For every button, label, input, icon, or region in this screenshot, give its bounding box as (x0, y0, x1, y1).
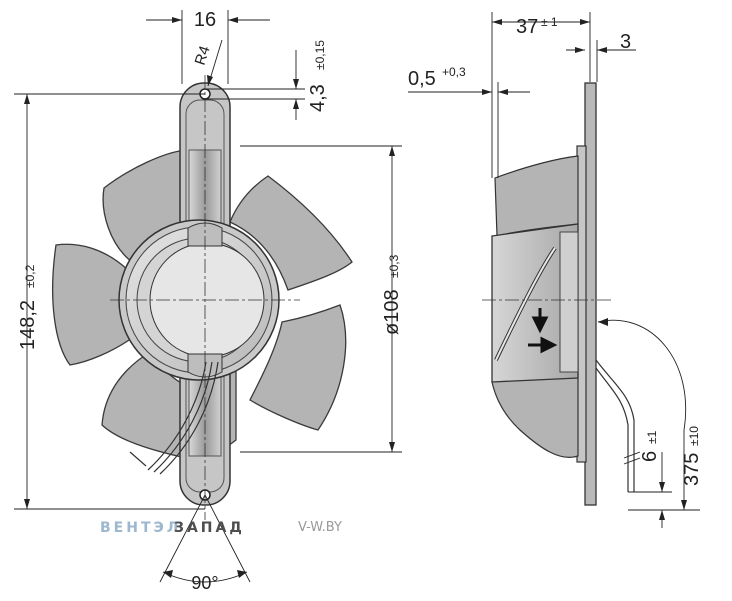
flange-plate (584, 82, 597, 506)
dim-angle-label: 90° (191, 573, 218, 593)
side-blade-top (494, 155, 579, 237)
dim-radius-label: R4 (192, 44, 214, 68)
rotation-arrow-icon (531, 308, 549, 334)
front-view: 16 R4 4,3 ±0,15 148,2 ±0,2 ø108 ±0,3 90° (14, 9, 403, 593)
dim-depth-label: 37 (516, 16, 538, 38)
dim-hole-tol-label: ±0,15 (313, 40, 327, 70)
strut-clip-top (187, 222, 223, 247)
side-dimensions (408, 12, 700, 528)
fan-blade (229, 175, 353, 291)
fan-blades (52, 149, 353, 459)
side-arrowheads (482, 19, 687, 520)
dim-thickness-label: 3 (620, 31, 631, 53)
dim-height-tol-label: ±0,2 (23, 264, 37, 288)
dim-height-label: 148,2 (17, 300, 39, 350)
dim-width-label: 16 (194, 9, 216, 31)
center-lines (110, 75, 300, 520)
dim-diameter-tol-label: ±0,3 (387, 254, 401, 278)
dim-wire-offset-label: 6 (639, 451, 661, 462)
side-motor-body (491, 223, 579, 383)
front-arrowheads (24, 17, 395, 578)
lead-wires (129, 361, 219, 475)
watermark-brand-part1: ВЕНТЭЛ (100, 520, 182, 536)
side-rotor-ring (559, 231, 579, 373)
dim-gap-tol-label: +0,3 (442, 65, 466, 79)
fan-blade (249, 304, 347, 431)
watermark-brand-part2: ЗАПАД (174, 520, 245, 536)
watermark-url: V-W.BY (298, 520, 342, 535)
dim-depth-tol-label: ± 1 (541, 15, 558, 29)
dim-gap-label: 0,5 (408, 68, 436, 90)
dim-wire-length-label: 375 (681, 453, 703, 486)
dim-hole-label: 4,3 (307, 84, 329, 112)
side-cables (595, 359, 635, 492)
dim-diameter-label: ø108 (381, 289, 403, 335)
dim-wire-offset-tol-label: ±1 (645, 430, 659, 444)
dim-wire-length-tol-label: ±10 (687, 426, 701, 446)
side-view: 37 ± 1 3 0,5 +0,3 6 ±1 375 ±10 (408, 12, 703, 528)
airflow-arrow-icon (528, 336, 558, 354)
